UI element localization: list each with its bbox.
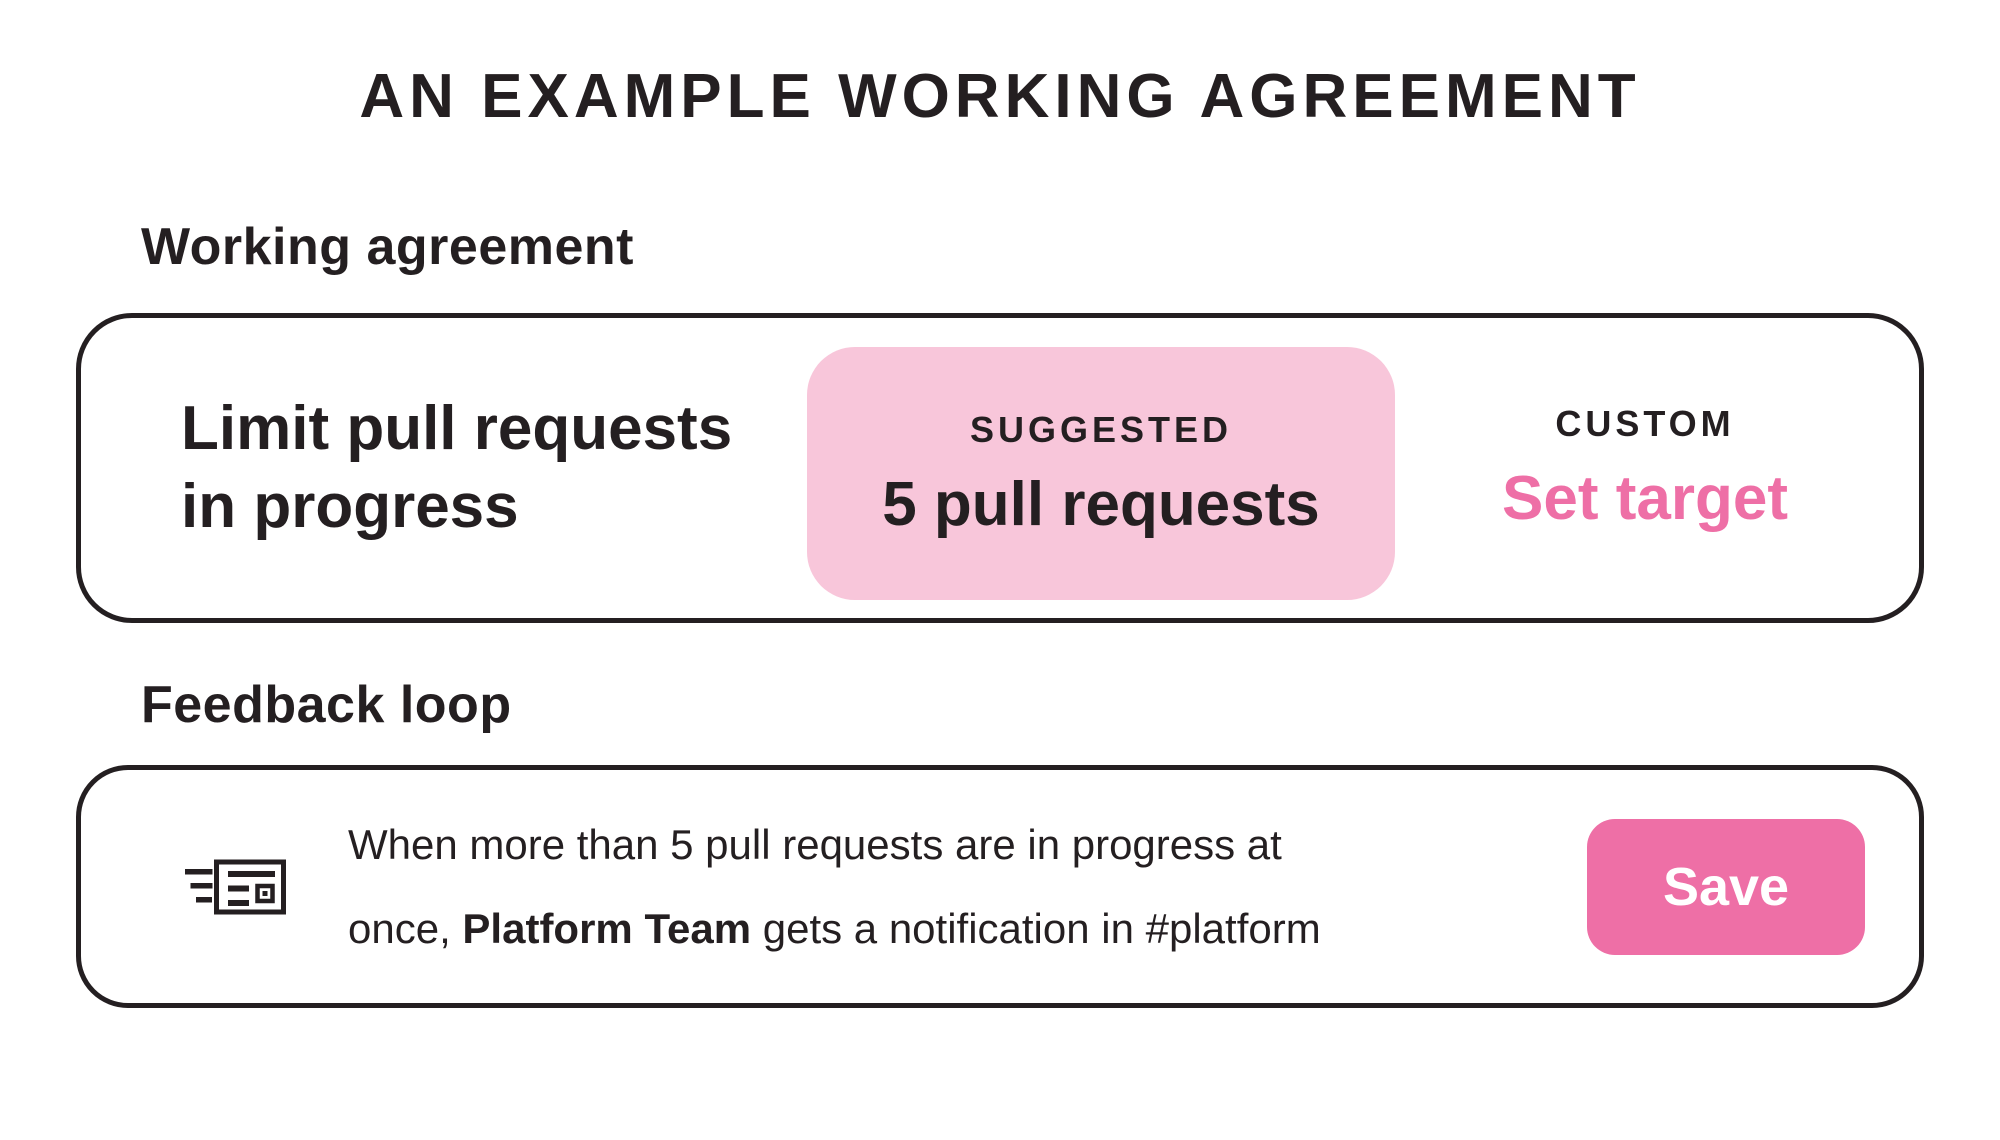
- message-line2-prefix: once,: [348, 904, 463, 952]
- message-line2-suffix: gets a notification in #platform: [751, 904, 1321, 952]
- rule-title-line-2: in progress: [181, 472, 519, 541]
- set-target-link[interactable]: Set target: [1502, 464, 1788, 533]
- speeding-message-icon: [185, 859, 286, 914]
- feedback-loop-section-label: Feedback loop: [141, 676, 512, 734]
- save-button[interactable]: Save: [1587, 818, 1865, 955]
- rule-title-line-1: Limit pull requests: [181, 394, 733, 463]
- feedback-loop-card: When more than 5 pull requests are in pr…: [76, 765, 1924, 1008]
- working-agreement-card: Limit pull requests in progress SUGGESTE…: [76, 313, 1924, 623]
- page-title: AN EXAMPLE WORKING AGREEMENT: [359, 62, 1641, 131]
- suggested-label: SUGGESTED: [969, 408, 1233, 450]
- working-agreement-section-label: Working agreement: [141, 218, 634, 276]
- message-team-name: Platform Team: [462, 904, 752, 952]
- custom-option: CUSTOM Set target: [1435, 318, 1855, 618]
- rule-title: Limit pull requests in progress: [181, 390, 732, 546]
- notification-message: When more than 5 pull requests are in pr…: [348, 803, 1321, 971]
- suggested-value: 5 pull requests: [882, 469, 1320, 539]
- notification-message-line-1: When more than 5 pull requests are in pr…: [348, 820, 1282, 868]
- notification-message-line-2: once, Platform Team gets a notification …: [348, 887, 1321, 971]
- custom-label: CUSTOM: [1555, 403, 1735, 444]
- suggested-option[interactable]: SUGGESTED 5 pull requests: [807, 347, 1395, 600]
